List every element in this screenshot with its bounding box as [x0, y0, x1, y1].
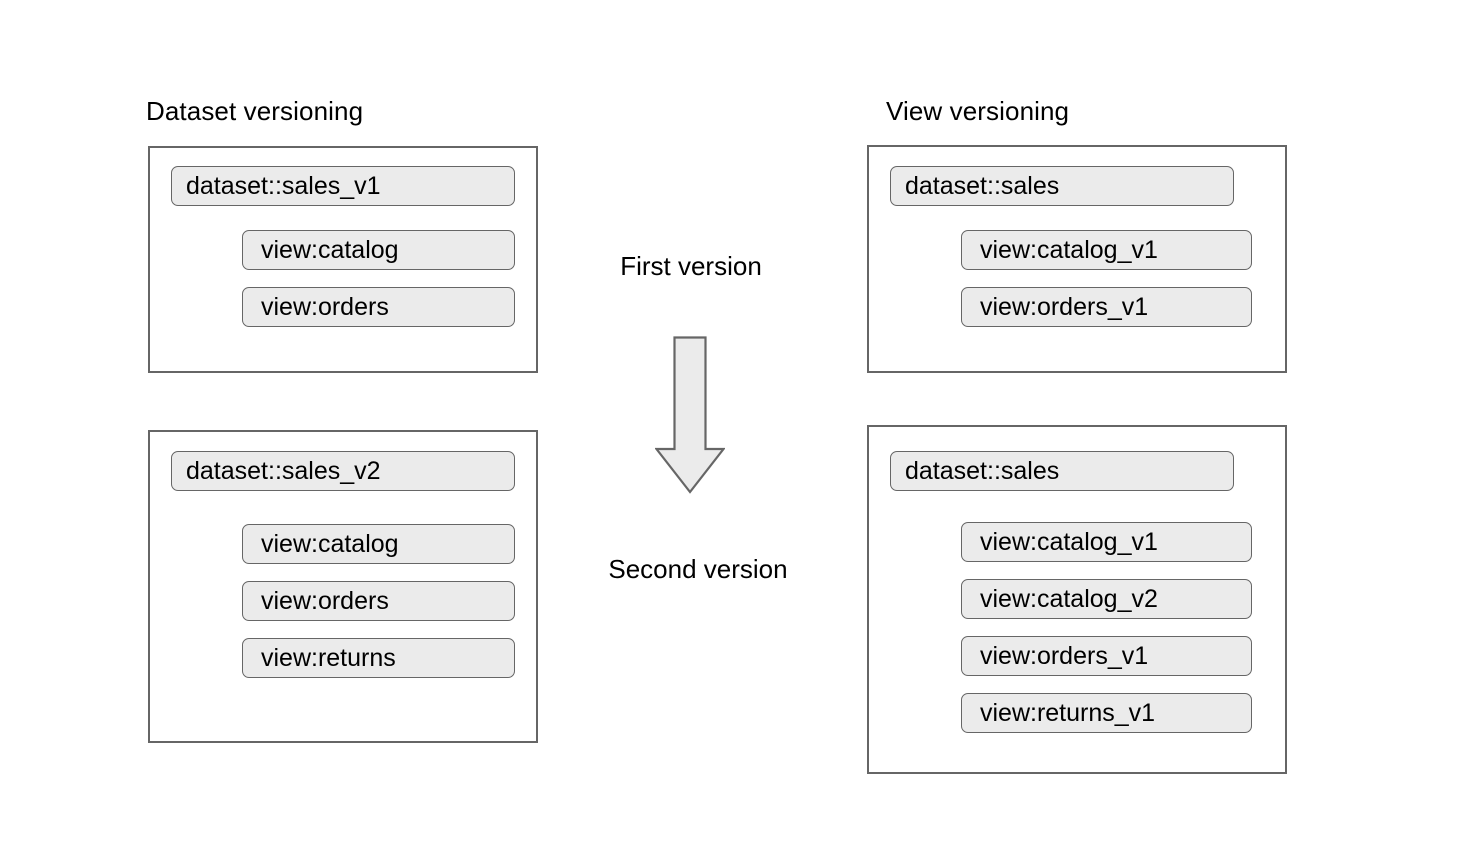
column-title-view-versioning: View versioning [886, 96, 1070, 126]
dataset-pill[interactable]: dataset::sales_v2 [171, 451, 515, 491]
dataset-pill[interactable]: dataset::sales_v1 [171, 166, 515, 206]
view-pill[interactable]: view:orders [242, 287, 515, 327]
view-pill[interactable]: view:returns [242, 638, 515, 678]
dataset-pill[interactable]: dataset::sales [890, 166, 1234, 206]
stage-label-first-version: First version [620, 251, 762, 281]
view-pill[interactable]: view:orders [242, 581, 515, 621]
group-box-dataset-versioning-second: dataset::sales_v2 view:catalog view:orde… [148, 430, 538, 743]
group-box-view-versioning-second: dataset::sales view:catalog_v1 view:cata… [867, 425, 1287, 774]
stage-label-second-version: Second version [608, 554, 788, 584]
view-pill[interactable]: view:orders_v1 [961, 636, 1252, 676]
column-title-dataset-versioning: Dataset versioning [146, 96, 364, 126]
view-pill[interactable]: view:catalog [242, 230, 515, 270]
arrow-down-block-icon [655, 336, 725, 494]
view-pill[interactable]: view:catalog [242, 524, 515, 564]
group-box-view-versioning-first: dataset::sales view:catalog_v1 view:orde… [867, 145, 1287, 373]
view-pill[interactable]: view:catalog_v2 [961, 579, 1252, 619]
view-pill[interactable]: view:orders_v1 [961, 287, 1252, 327]
view-pill[interactable]: view:catalog_v1 [961, 522, 1252, 562]
view-pill[interactable]: view:catalog_v1 [961, 230, 1252, 270]
view-pill[interactable]: view:returns_v1 [961, 693, 1252, 733]
group-box-dataset-versioning-first: dataset::sales_v1 view:catalog view:orde… [148, 146, 538, 373]
dataset-pill[interactable]: dataset::sales [890, 451, 1234, 491]
